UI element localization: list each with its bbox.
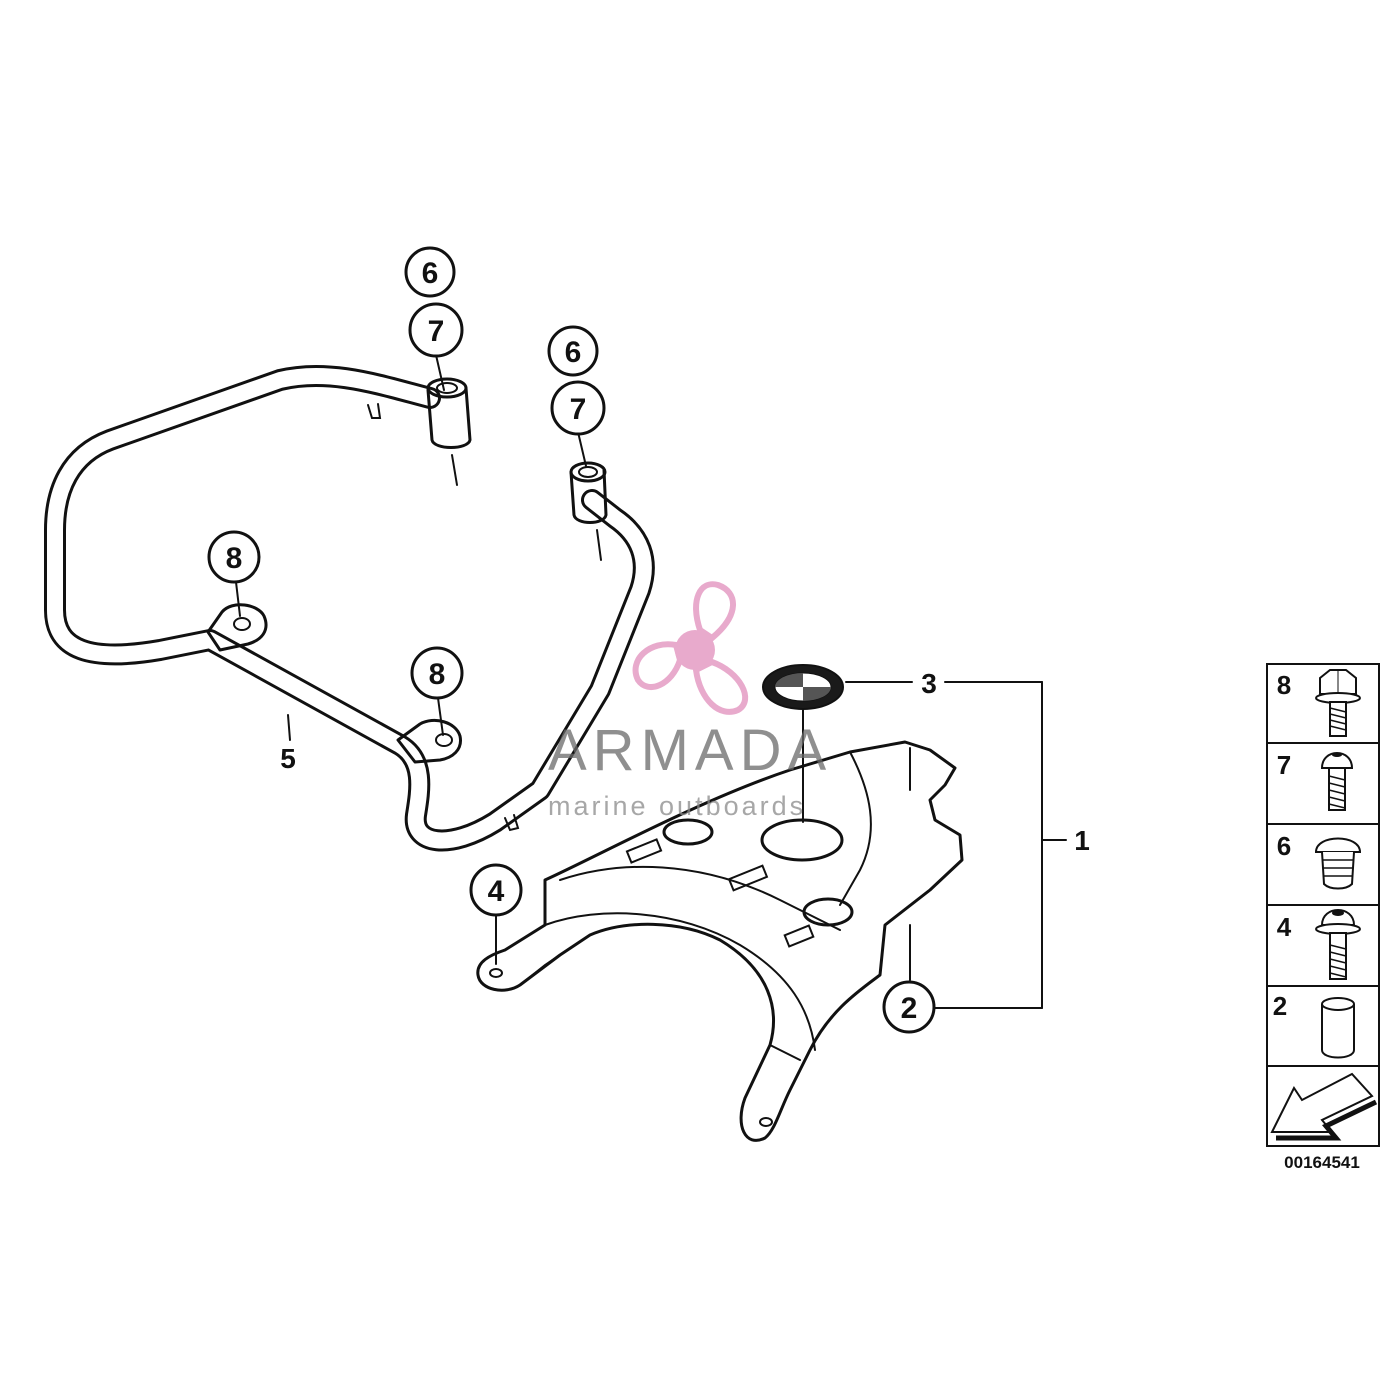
crash-bar-drawing [44,364,655,852]
svg-text:7: 7 [570,393,587,426]
svg-text:7: 7 [428,315,445,348]
legend-item-4: 4 [1277,909,1361,980]
svg-text:4: 4 [488,875,505,908]
legend-item-7: 7 [1277,750,1354,811]
legend-item-2: 2 [1273,991,1355,1059]
rubber-grommet-icon [1314,837,1362,890]
callout-2: 2 [882,980,936,1034]
diagram-part-number: 00164541 [1284,1153,1360,1172]
callout-7-left: 7 [408,302,464,358]
carrier-plate-drawing [476,704,964,1142]
callout-6-left: 6 [404,246,456,298]
spacer-sleeve-icon [1321,997,1355,1059]
svg-text:6: 6 [422,257,439,290]
hardware-legend: 8 7 6 [1266,663,1380,1147]
label-part-3: 3 [921,668,937,699]
label-part-5: 5 [280,743,296,774]
watermark-tagline: marine outboards [548,791,806,821]
callout-6-right: 6 [547,325,599,377]
round-head-screw-icon [1320,752,1354,811]
collar-bolt-icon [1315,909,1361,980]
legend-item-8: 8 [1277,669,1361,737]
svg-text:6: 6 [1277,831,1291,861]
callout-8-upper: 8 [207,530,261,584]
svg-text:8: 8 [1277,670,1291,700]
svg-text:8: 8 [429,658,446,691]
callout-leader-lines [235,354,587,965]
label-part-1: 1 [1074,825,1090,856]
grommet-part-3 [762,664,844,710]
svg-text:8: 8 [226,542,243,575]
callout-8-lower: 8 [410,646,464,700]
assembly-bracket-1 [845,681,1067,1009]
armada-watermark: ARMADA marine outboards [548,581,832,821]
callout-4: 4 [469,863,523,917]
legend-item-6: 6 [1277,831,1362,890]
svg-text:7: 7 [1277,750,1291,780]
hex-flange-bolt-icon [1315,669,1361,737]
callout-7-right: 7 [550,380,606,436]
svg-text:2: 2 [901,992,918,1025]
propeller-logo-icon [632,581,749,715]
svg-text:2: 2 [1273,991,1287,1021]
direction-arrow-icon [1270,1072,1378,1141]
watermark-brand: ARMADA [548,718,832,783]
svg-text:4: 4 [1277,912,1292,942]
svg-text:6: 6 [565,336,582,369]
